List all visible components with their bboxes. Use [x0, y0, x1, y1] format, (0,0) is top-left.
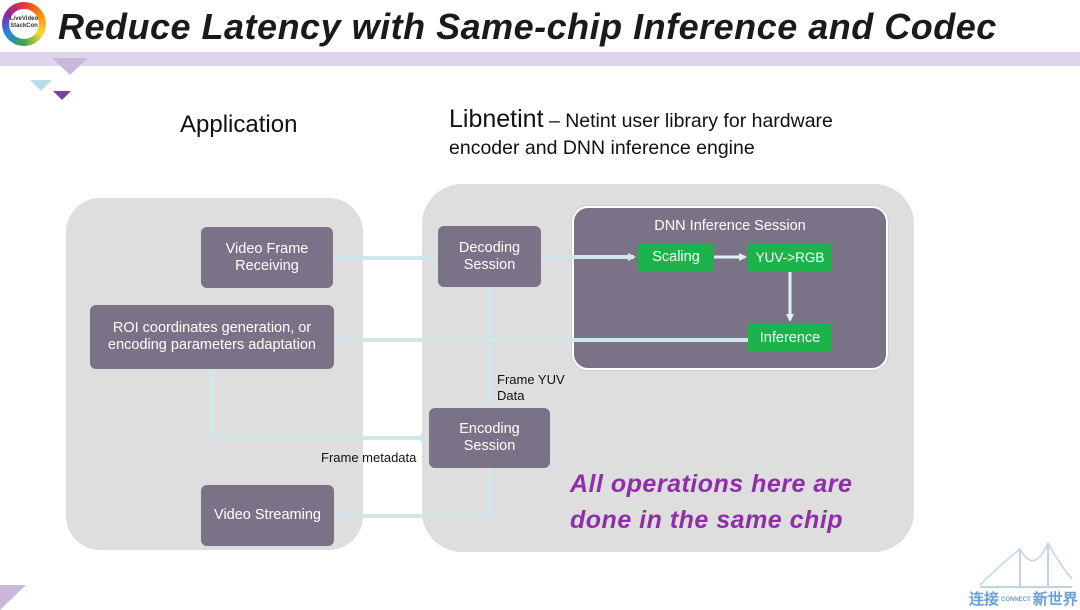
scaling-box: Scaling — [638, 243, 714, 271]
note-line1: All operations here are — [570, 470, 853, 498]
footer-logo-left: 连接 — [969, 591, 1000, 608]
footer-logo-right: 新世界 — [1032, 591, 1078, 608]
bridge-cables — [979, 541, 1073, 586]
arrow-encoding-to-streaming — [336, 469, 492, 520]
note-line2: done in the same chip — [570, 506, 844, 534]
frame-yuv-line2: Data — [497, 388, 525, 403]
frame-yuv-data-label: Frame YUV Data — [497, 372, 565, 404]
application-heading: Application — [180, 111, 298, 138]
libnetint-desc-line1: – Netint user library for hardware — [543, 110, 833, 132]
triangle-decoration-large — [52, 58, 88, 75]
decoding-line2: Session — [463, 256, 516, 273]
roi-line2: encoding parameters adaptation — [108, 337, 316, 353]
roi-generation-box: ROI coordinates generation, or encoding … — [90, 305, 334, 369]
arrow-roi-to-encoding — [210, 370, 428, 442]
logo-text-line1: LiveVideo — [9, 16, 39, 22]
dnn-inference-session-box — [572, 206, 888, 370]
roi-line1: ROI coordinates generation, or — [112, 320, 312, 336]
footer-logo-small: CONNECT — [1001, 597, 1031, 604]
triangle-decoration-blue — [30, 80, 52, 91]
video-frame-receiving-line1: Video Frame — [225, 240, 309, 257]
triangle-decoration-corner — [0, 585, 26, 610]
triangle-decoration-purple — [53, 91, 71, 100]
title-underline-bar — [0, 52, 1080, 66]
libnetint-heading: Libnetint – Netint user library for hard… — [449, 106, 833, 162]
frame-metadata-label: Frame metadata — [321, 450, 417, 465]
encoding-line2: Session — [463, 438, 516, 454]
frame-yuv-line1: Frame YUV — [497, 372, 565, 387]
livevideostackcon-logo: LiveVideo StackCon — [2, 2, 46, 46]
logo-text-line2: StackCon — [10, 23, 38, 29]
encoding-line1: Encoding — [459, 421, 520, 437]
slide-title: Reduce Latency with Same-chip Inference … — [58, 6, 997, 47]
yuv-rgb-box: YUV->RGB — [748, 243, 832, 272]
inference-box: Inference — [748, 323, 832, 352]
libnetint-desc-line2: encoder and DNN inference engine — [449, 137, 755, 159]
libnetint-name: Libnetint — [449, 105, 544, 133]
bridge-illustration — [979, 541, 1073, 588]
video-frame-receiving-box: Video Frame Receiving — [201, 227, 333, 288]
dnn-session-title: DNN Inference Session — [654, 218, 806, 234]
decoding-line1: Decoding — [458, 239, 521, 256]
video-streaming-box: Video Streaming — [201, 485, 334, 546]
decoding-session-box: Decoding Session — [438, 226, 541, 287]
same-chip-note: All operations here are done in the same… — [570, 466, 852, 538]
encoding-session-box: Encoding Session — [429, 408, 550, 468]
video-frame-receiving-line2: Receiving — [235, 257, 299, 274]
